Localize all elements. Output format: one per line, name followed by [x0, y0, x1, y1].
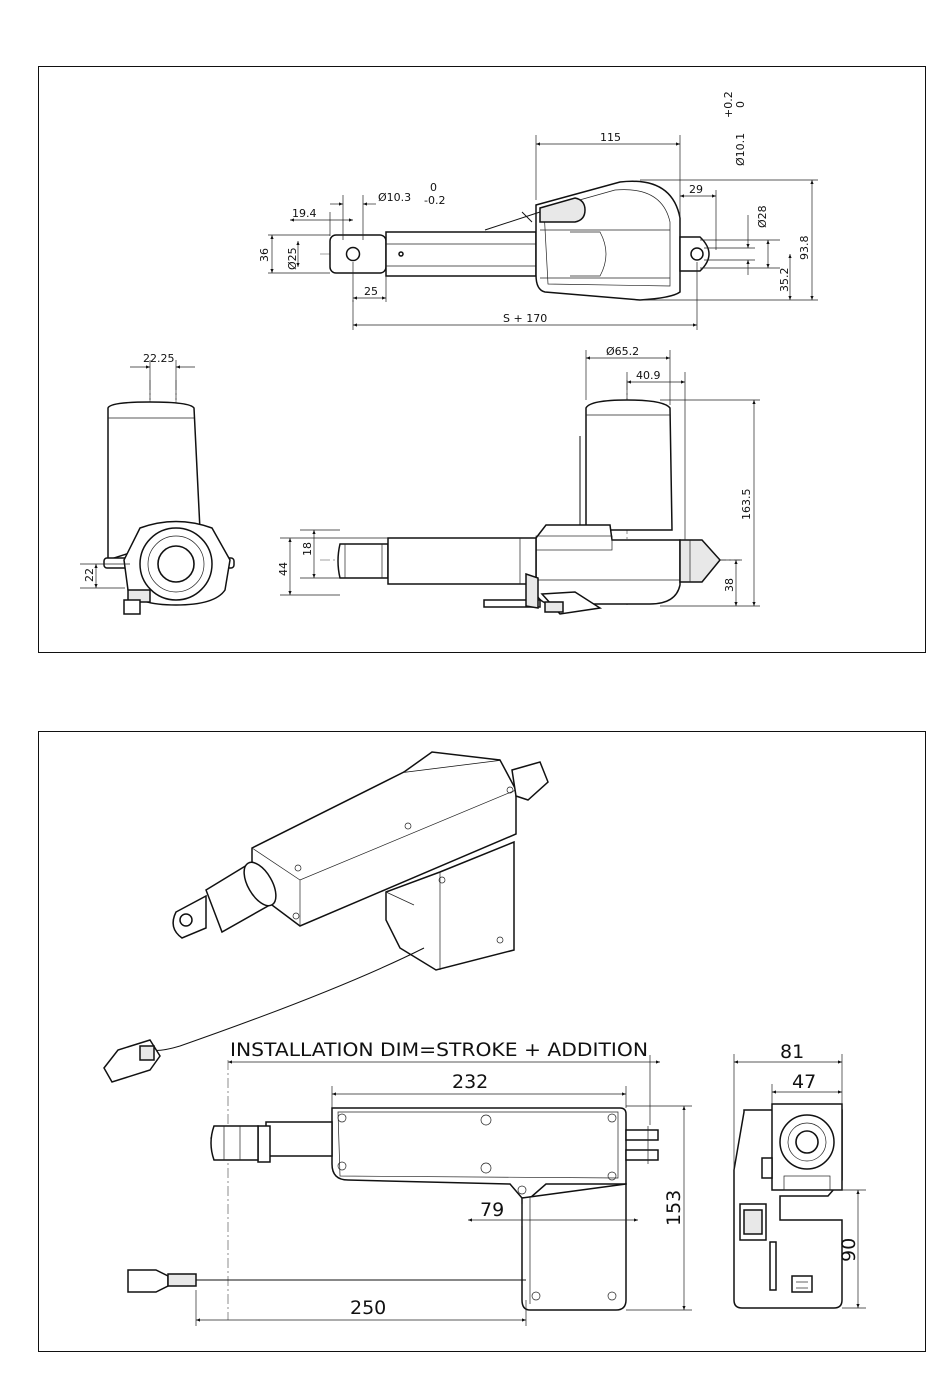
dim-81: 81	[780, 1041, 804, 1063]
actuator-side-view-bottom	[128, 1060, 660, 1320]
dim-rod-tol-upper: 0	[430, 181, 437, 194]
dim-47: 47	[792, 1071, 816, 1093]
dim-22-25: 22.25	[143, 352, 175, 365]
dim-232: 232	[452, 1071, 488, 1093]
dim-79: 79	[480, 1199, 504, 1221]
dim-19-4: 19.4	[292, 207, 317, 220]
dim-36: 36	[258, 248, 271, 262]
dim-35-2: 35.2	[778, 268, 791, 293]
dim-44: 44	[277, 562, 290, 576]
dim-40-9: 40.9	[636, 369, 661, 382]
dim-dia28: Ø28	[756, 205, 769, 228]
dim-115: 115	[600, 131, 621, 144]
panel-top: 115 Ø10.3 0 -0.2 19.4 36 Ø25	[39, 67, 926, 653]
dim-153: 153	[663, 1190, 685, 1226]
dim-29: 29	[689, 183, 703, 196]
dim-rod-tol-lower: -0.2	[424, 194, 445, 207]
dim-dia25: Ø25	[286, 247, 299, 270]
dim-dia65-2: Ø65.2	[606, 345, 639, 358]
actuator-end-view	[104, 380, 234, 614]
dim-s-170: S + 170	[503, 312, 547, 325]
panel-bottom: INSTALLATION DIM=STROKE + ADDITION 232 7…	[39, 732, 926, 1352]
dim-hole-dia: Ø10.1	[734, 133, 747, 166]
dim-22: 22	[83, 568, 96, 582]
dim-hole-tol-lower: 0	[734, 101, 747, 108]
dim-90: 90	[838, 1238, 860, 1262]
dim-163-5: 163.5	[740, 489, 753, 521]
dim-25: 25	[364, 285, 378, 298]
dim-rod-dia: Ø10.3	[378, 191, 411, 204]
dim-250: 250	[350, 1297, 386, 1319]
dim-18: 18	[301, 542, 314, 556]
dim-38: 38	[723, 578, 736, 592]
actuator-isometric	[104, 752, 548, 1082]
actuator-end-view-bottom	[734, 1104, 842, 1308]
actuator-side-view	[320, 380, 740, 614]
dim-93-8: 93.8	[798, 236, 811, 261]
dim-installation-label: INSTALLATION DIM=STROKE + ADDITION	[230, 1039, 648, 1061]
